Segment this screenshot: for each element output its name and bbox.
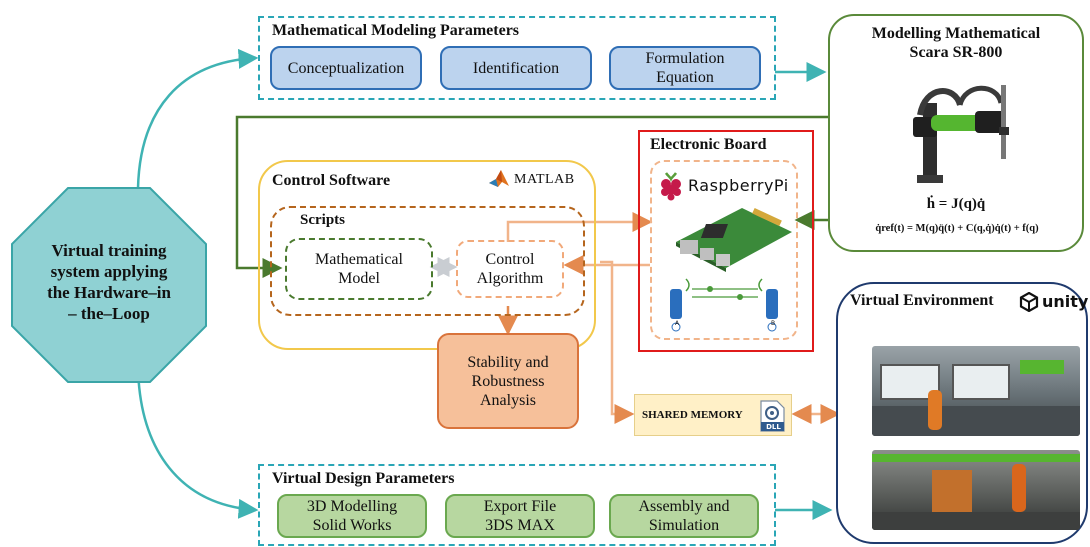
control-software-panel (258, 160, 596, 350)
math-params-title: Mathematical Modeling Parameters (272, 22, 520, 39)
stability-analysis-box: Stability and Robustness Analysis (437, 333, 579, 429)
matlab-label: MATLAB (514, 172, 575, 187)
shared-memory-label: SHARED MEMORY (642, 409, 743, 421)
hub-to-design-connector (136, 367, 259, 519)
electronic-board-title: Electronic Board (650, 136, 767, 153)
unity-label: unity (1042, 292, 1089, 311)
raspberry-board-image (676, 207, 792, 272)
electronic-board-panel (638, 130, 814, 352)
wireless-nodes-diagram (670, 278, 778, 332)
scripts-title: Scripts (300, 212, 345, 228)
dynamic-equation: q̇ref(t) = M(q)q̈(t) + C(q,q̇)q̇(t) + f(… (875, 223, 1039, 234)
formulation-equation-box: Formulation Equation (609, 46, 761, 90)
hub-label: Virtual training system applying the Har… (47, 241, 171, 323)
algorithm-board-top-link (506, 212, 653, 242)
control-algorithm-box: Control Algorithm (456, 240, 564, 298)
design-params-panel (258, 464, 776, 546)
conceptualization-box: Conceptualization (270, 46, 422, 90)
scara-robot-image (913, 85, 1009, 183)
identification-box: Identification (440, 46, 592, 90)
hub-octagon (11, 187, 207, 383)
board-inner-frame (650, 160, 798, 340)
virtual-scene-image-1 (872, 346, 1080, 436)
math-params-panel (258, 16, 776, 100)
node-a-label: A (674, 320, 680, 327)
unity-icon (1019, 292, 1039, 312)
dll-file-icon (760, 400, 785, 432)
design-params-title: Virtual Design Parameters (272, 470, 455, 487)
assembly-simulation-box: Assembly and Simulation (609, 494, 759, 538)
control-software-title: Control Software (272, 172, 391, 189)
export-file-box: Export File 3DS MAX (445, 494, 595, 538)
scripts-panel (270, 206, 585, 316)
3d-modelling-box: 3D Modelling Solid Works (277, 494, 427, 538)
raspberry-pi-icon (661, 172, 681, 201)
mathematical-model-box: Mathematical Model (285, 238, 433, 300)
hub-to-math-connector (136, 48, 259, 189)
dll-label: DLL (766, 423, 781, 431)
virtual-environment-title: Virtual Environment (850, 292, 994, 309)
jacobian-equation: ḣ = J(q)q̇ (926, 196, 986, 212)
virtual-scene-image-2 (872, 450, 1080, 530)
modelling-title: Modelling Mathematical Scara SR-800 (871, 25, 1041, 61)
node-b-label: B (770, 320, 776, 327)
algorithm-to-shared-link (600, 260, 635, 424)
raspberry-pi-label: RaspberryPi (688, 176, 789, 195)
matlab-icon (489, 170, 509, 187)
modelling-panel (828, 14, 1084, 252)
